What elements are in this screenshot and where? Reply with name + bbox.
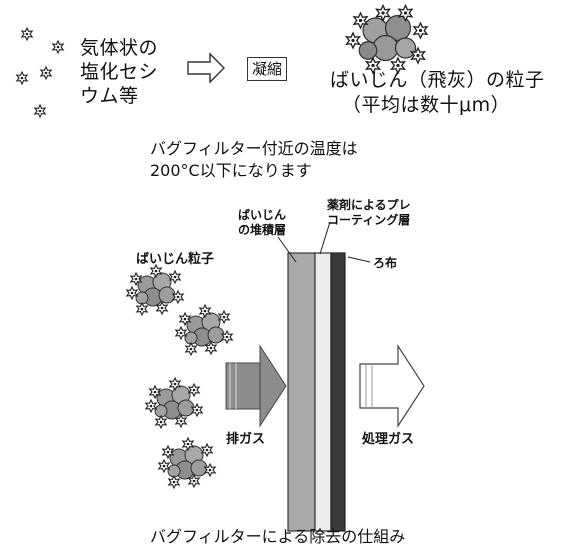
dust-particle-cluster-icon bbox=[345, 4, 428, 74]
temperature-note-line1: バグフィルター付近の温度は bbox=[150, 139, 358, 158]
right-arrow-icon bbox=[187, 52, 225, 84]
dust-particle-icon bbox=[176, 305, 232, 355]
exhaust-gas-arrow-icon bbox=[225, 344, 287, 428]
gas-cesium-label: 気体状の 塩化セシ ウム等 bbox=[80, 36, 158, 108]
gas-molecule-icon bbox=[40, 66, 52, 80]
treated-gas-label: 処理ガス bbox=[362, 432, 415, 447]
precoat-label: 薬剤によるプレ コーティング層 bbox=[327, 198, 411, 228]
dust-particle-icon bbox=[159, 438, 215, 488]
dust-label-line1: ばいじん（飛灰）の粒子 bbox=[330, 69, 545, 91]
dust-layer-leader bbox=[277, 236, 297, 263]
exhaust-gas-label: 排ガス bbox=[226, 432, 266, 447]
treated-gas-arrow-icon bbox=[359, 343, 425, 429]
dust-particles-label: ばいじん粒子 bbox=[136, 252, 215, 267]
temperature-note-line2: 200°C以下になります bbox=[150, 161, 312, 180]
dust-layer-label: ばいじん の堆積層 bbox=[238, 208, 286, 238]
dust-layer-label-line: の堆積層 bbox=[238, 223, 287, 237]
gas-molecule-icons bbox=[16, 27, 64, 118]
dust-deposit-layer bbox=[287, 252, 316, 532]
dust-label-line2: （平均は数十μm） bbox=[342, 94, 511, 116]
precoat-layer bbox=[314, 252, 332, 532]
precoat-label-line: コーティング層 bbox=[327, 213, 411, 227]
condense-label: 凝縮 bbox=[247, 57, 288, 81]
filter-cloth-leader bbox=[347, 256, 371, 263]
filter-cloth-layer bbox=[330, 252, 346, 532]
dust-layer-label-line: ばいじん bbox=[238, 208, 287, 222]
precoat-label-line: 薬剤によるプレ bbox=[327, 198, 411, 212]
dust-particle-icon bbox=[146, 378, 202, 428]
gas-molecule-icon bbox=[52, 40, 64, 54]
gas-label-line: 気体状の bbox=[80, 37, 159, 59]
dust-particle-icon bbox=[127, 265, 183, 315]
gas-label-line: ウム等 bbox=[80, 85, 139, 107]
precoat-leader bbox=[319, 221, 331, 255]
gas-molecule-icon bbox=[16, 71, 28, 85]
filter-cloth-label: ろ布 bbox=[373, 256, 398, 270]
diagram-caption: バグフィルターによる除去の仕組み bbox=[150, 527, 406, 546]
gas-label-line: 塩化セシ bbox=[80, 61, 159, 83]
gas-molecule-icon bbox=[34, 104, 46, 118]
gas-molecule-icon bbox=[21, 27, 33, 41]
